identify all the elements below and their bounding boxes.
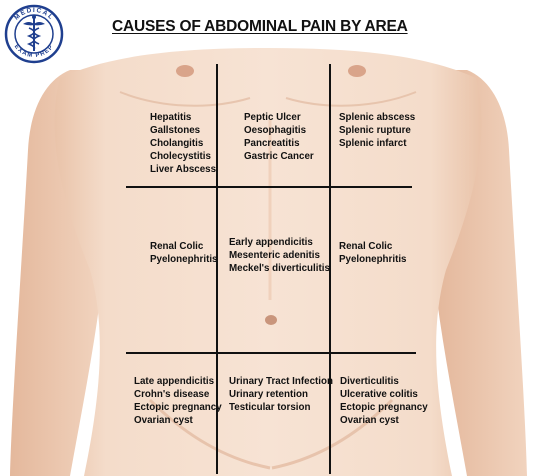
cause-item: Ovarian cyst [134,414,222,427]
cause-item: Ulcerative colitis [340,388,428,401]
region-right-flank: Renal Colic Pyelonephritis [150,240,218,266]
cause-item: Early appendicitis [229,236,330,249]
cause-item: Pyelonephritis [339,253,407,266]
region-umbilical: Early appendicitis Mesenteric adenitis M… [229,236,330,275]
region-left-upper: Splenic abscess Splenic rupture Splenic … [339,111,415,150]
cause-item: Mesenteric adenitis [229,249,330,262]
cause-item: Gastric Cancer [244,150,314,163]
region-right-lower: Late appendicitis Crohn's disease Ectopi… [134,375,222,427]
cause-item: Splenic infarct [339,137,415,150]
cause-item: Pancreatitis [244,137,314,150]
cause-item: Urinary Tract Infection [229,375,333,388]
cause-item: Testicular torsion [229,401,333,414]
cause-item: Urinary retention [229,388,333,401]
cause-item: Oesophagitis [244,124,314,137]
cause-item: Meckel's diverticulitis [229,262,330,275]
region-epigastric: Peptic Ulcer Oesophagitis Pancreatitis G… [244,111,314,163]
diagram-title: CAUSES OF ABDOMINAL PAIN BY AREA [112,18,408,36]
cause-item: Ovarian cyst [340,414,428,427]
cause-item: Renal Colic [150,240,218,253]
cause-item: Hepatitis [150,111,216,124]
cause-item: Pyelonephritis [150,253,218,266]
medical-exam-prep-logo: MEDICAL EXAM PREP [4,4,64,64]
cause-item: Splenic abscess [339,111,415,124]
region-left-flank: Renal Colic Pyelonephritis [339,240,407,266]
cause-item: Late appendicitis [134,375,222,388]
cause-item: Crohn's disease [134,388,222,401]
cause-item: Ectopic pregnancy [134,401,222,414]
region-left-lower: Diverticulitis Ulcerative colitis Ectopi… [340,375,428,427]
cause-item: Gallstones [150,124,216,137]
cause-item: Liver Abscess [150,163,216,176]
grid-line-horizontal-upper [126,186,412,188]
cause-item: Cholangitis [150,137,216,150]
cause-item: Renal Colic [339,240,407,253]
grid-line-horizontal-lower [126,352,416,354]
cause-item: Cholecystitis [150,150,216,163]
region-right-upper: Hepatitis Gallstones Cholangitis Cholecy… [150,111,216,176]
cause-item: Ectopic pregnancy [340,401,428,414]
cause-item: Diverticulitis [340,375,428,388]
region-suprapubic: Urinary Tract Infection Urinary retentio… [229,375,333,414]
cause-item: Peptic Ulcer [244,111,314,124]
cause-item: Splenic rupture [339,124,415,137]
